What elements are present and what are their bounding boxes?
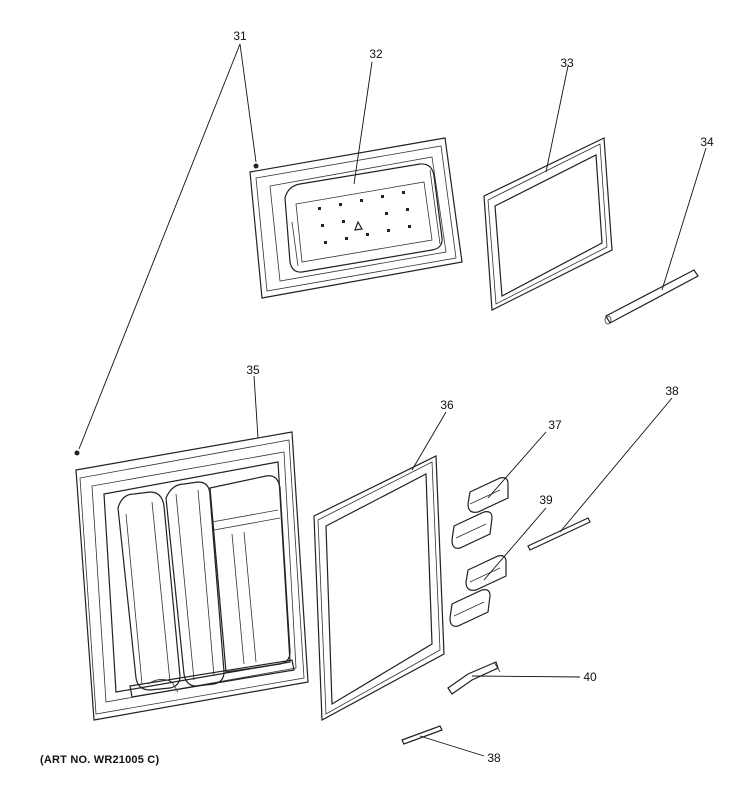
callout-33: 33	[560, 56, 574, 70]
art-number-label: (ART NO. WR21005 C)	[40, 754, 160, 766]
strip-part-34[interactable]	[604, 269, 699, 325]
fresh-food-door-part-35[interactable]	[75, 431, 309, 721]
callout-34: 34	[700, 135, 714, 149]
callout-39: 39	[539, 493, 553, 507]
callout-36: 36	[440, 398, 454, 412]
freezer-door-part-32[interactable]	[249, 137, 463, 299]
callout-38-upper: 38	[665, 384, 679, 398]
leader-lines	[78, 43, 707, 757]
callout-40: 40	[583, 670, 597, 684]
callout-31: 31	[233, 29, 247, 43]
fresh-food-gasket-part-36[interactable]	[313, 455, 445, 721]
rod-part-38-upper[interactable]	[527, 517, 591, 551]
rod-part-38-lower[interactable]	[401, 725, 443, 745]
shelf-bracket-part-39[interactable]	[449, 555, 507, 627]
hinge-pin-upper[interactable]	[253, 163, 259, 169]
door-dimples	[318, 191, 411, 244]
callout-38-lower: 38	[487, 751, 501, 765]
clip-part-40[interactable]	[447, 661, 501, 695]
hinge-pin-lower[interactable]	[74, 450, 80, 456]
callout-32: 32	[369, 47, 383, 61]
shelf-bracket-part-37[interactable]	[451, 477, 509, 549]
callout-37: 37	[548, 418, 562, 432]
callout-35: 35	[246, 363, 260, 377]
freezer-gasket-part-33[interactable]	[483, 137, 613, 311]
